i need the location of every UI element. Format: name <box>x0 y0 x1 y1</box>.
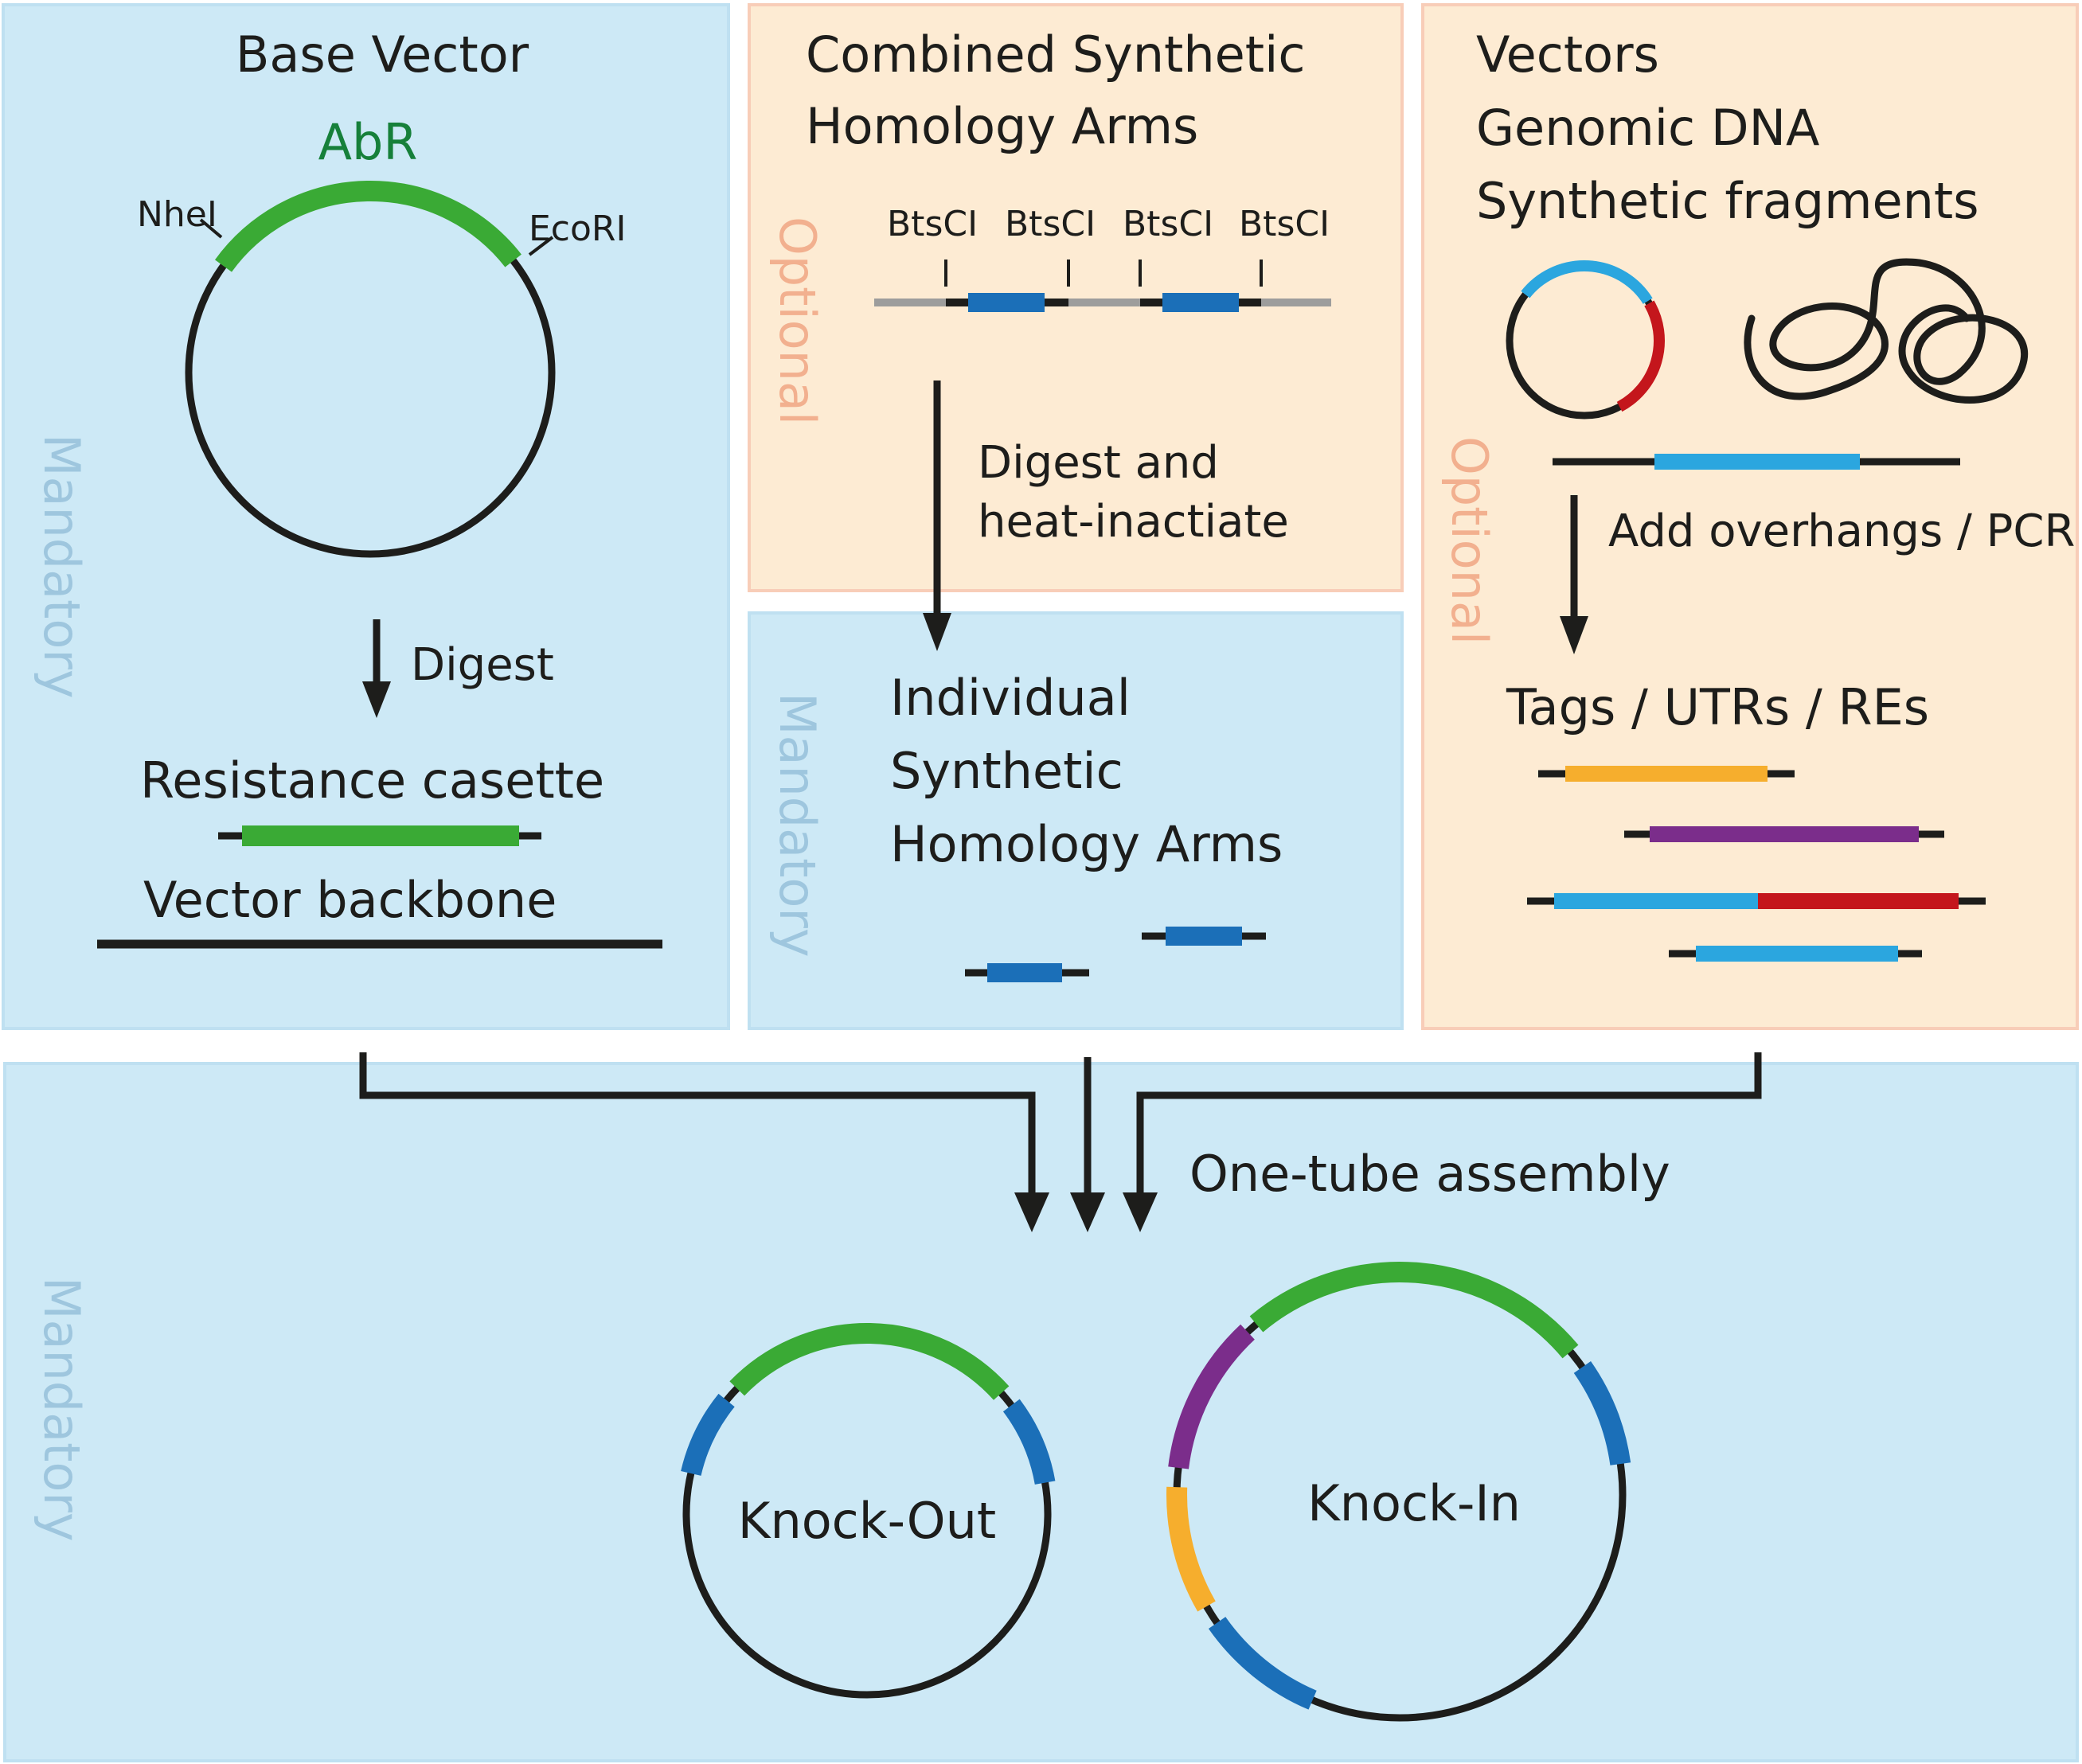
ecori-tick <box>528 236 554 256</box>
btsci-label-2: BtsCI <box>1005 204 1096 244</box>
knock-out-arm-right <box>1002 1399 1056 1485</box>
individual-arms-title-3: Homology Arms <box>890 815 1283 873</box>
optional-side-label-2: Optional <box>1440 436 1498 645</box>
sources-title-3: Synthetic fragments <box>1476 172 1979 230</box>
panel-assembly <box>3 1062 2079 1762</box>
knock-out-green <box>729 1323 1010 1400</box>
knock-out-arm-left <box>681 1393 735 1477</box>
resistance-cassette-label: Resistance casette <box>140 751 604 810</box>
knock-in-arm-right <box>1573 1360 1631 1465</box>
nhei-tick <box>199 218 223 239</box>
nhei-site-label: NheI <box>137 194 217 235</box>
knock-in-arm-bottom <box>1208 1617 1317 1710</box>
panel-individual-arms <box>748 611 1404 1030</box>
btsci-label-1: BtsCI <box>887 204 978 244</box>
connector-right-arrowhead <box>1123 1192 1158 1232</box>
panel-combined-arms <box>748 3 1404 592</box>
btsci-label-4: BtsCI <box>1239 204 1330 244</box>
panel-sources <box>1421 3 2079 1030</box>
mandatory-side-label-2: Mandatory <box>768 693 826 958</box>
genomic-dna-squiggle <box>1744 258 2028 404</box>
ecori-site-label: EcoRI <box>529 209 626 249</box>
individual-arms-title-1: Individual <box>890 669 1131 727</box>
digest-arrow-head <box>362 681 391 718</box>
connector-right <box>1136 1052 1762 1196</box>
sources-title-1: Vectors <box>1476 25 1659 84</box>
knock-out-label: Knock-Out <box>738 1492 996 1550</box>
connector-left-arrowhead <box>1014 1192 1049 1232</box>
tags-utrs-res-label: Tags / UTRs / REs <box>1506 678 1929 736</box>
source-vector-red-segment <box>1616 300 1665 412</box>
mandatory-side-label-3: Mandatory <box>33 1277 91 1542</box>
optional-side-label-1: Optional <box>768 217 826 425</box>
combined-arms-title-1: Combined Synthetic <box>806 25 1305 84</box>
combined-arms-title-2: Homology Arms <box>806 97 1198 155</box>
digest-label: Digest <box>411 639 554 691</box>
btsci-label-3: BtsCI <box>1123 204 1213 244</box>
digest-heat-label-2: heat-inactiate <box>978 496 1289 548</box>
digest-heat-arrow-head <box>923 613 951 651</box>
connector-middle-arrowhead <box>1070 1192 1105 1232</box>
abr-gene-label: AbR <box>318 113 418 171</box>
knock-in-orange <box>1166 1486 1216 1612</box>
knock-in-green <box>1249 1261 1579 1359</box>
panel-base-vector <box>2 3 730 1030</box>
one-tube-assembly-label: One-tube assembly <box>1189 1145 1670 1203</box>
mandatory-side-label-1: Mandatory <box>33 434 91 699</box>
knock-in-purple <box>1168 1324 1255 1469</box>
abr-segment <box>214 180 521 272</box>
source-vector-blue-segment <box>1521 260 1653 305</box>
vector-backbone-label: Vector backbone <box>143 871 557 929</box>
pcr-arrow-head <box>1560 616 1588 654</box>
sources-title-2: Genomic DNA <box>1476 99 1819 157</box>
add-overhangs-label: Add overhangs / PCR <box>1608 505 2075 557</box>
base-vector-title: Base Vector <box>236 25 529 84</box>
connector-left <box>359 1052 1036 1196</box>
knock-in-label: Knock-In <box>1307 1474 1521 1532</box>
individual-arms-title-2: Synthetic <box>890 742 1123 800</box>
digest-heat-label-1: Digest and <box>978 437 1219 489</box>
